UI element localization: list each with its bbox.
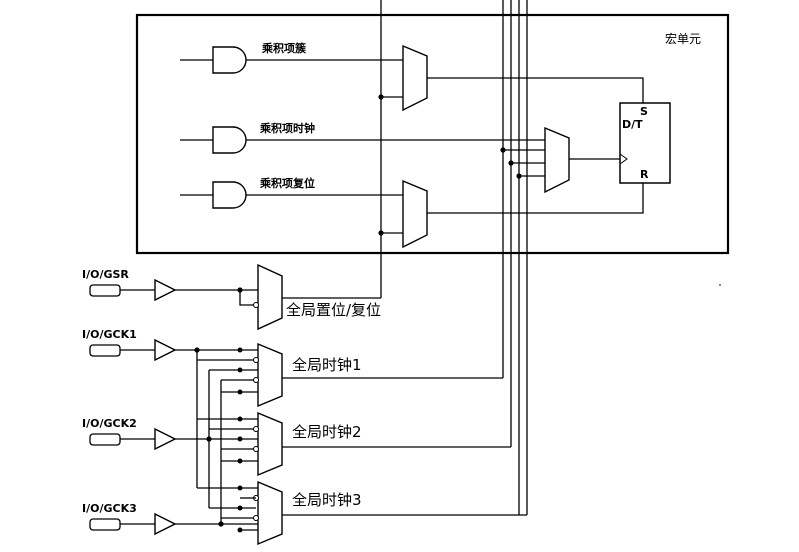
- ff-s-label: S: [640, 105, 648, 118]
- reset-mux: [402, 179, 428, 249]
- gclk-mux-3: [257, 480, 283, 546]
- macrocell-frame: [135, 13, 730, 255]
- product-term-reset-label: 乘积项复位: [259, 176, 315, 190]
- macrocell-label: 宏单元: [665, 31, 701, 46]
- ff-r-label: R: [640, 168, 649, 181]
- gclk-mux-2: [257, 411, 283, 477]
- pin-gck2-label: I/O/GCK2: [82, 417, 137, 430]
- clock-mux: [544, 126, 570, 194]
- flip-flop: [619, 102, 671, 184]
- ff-dt-label: D/T: [622, 118, 643, 131]
- product-term-clock-label: 乘积项时钟: [259, 121, 315, 135]
- pin-gck2: [89, 427, 258, 451]
- gclk-mux-1: [257, 342, 283, 408]
- pin-gsr-label: I/O/GSR: [82, 268, 129, 281]
- and-gate-set: [180, 46, 247, 74]
- pin-gck3-label: I/O/GCK3: [82, 502, 137, 515]
- global-clock3-label: 全局时钟3: [292, 491, 362, 509]
- global-clock2-label: 全局时钟2: [292, 423, 362, 441]
- global-clock1-label: 全局时钟1: [292, 356, 362, 374]
- and-gate-clock: [180, 126, 247, 154]
- product-term-set-label: 乘积项簇: [261, 41, 307, 55]
- and-gate-reset: [180, 181, 247, 209]
- pin-gck1: [89, 338, 258, 362]
- gsr-mux: [257, 263, 283, 331]
- pin-gsr: [89, 278, 258, 302]
- set-mux: [402, 44, 428, 112]
- global-set-reset-label: 全局置位/复位: [286, 301, 381, 319]
- pin-gck1-label: I/O/GCK1: [82, 328, 137, 341]
- pin-gck3: [89, 512, 258, 536]
